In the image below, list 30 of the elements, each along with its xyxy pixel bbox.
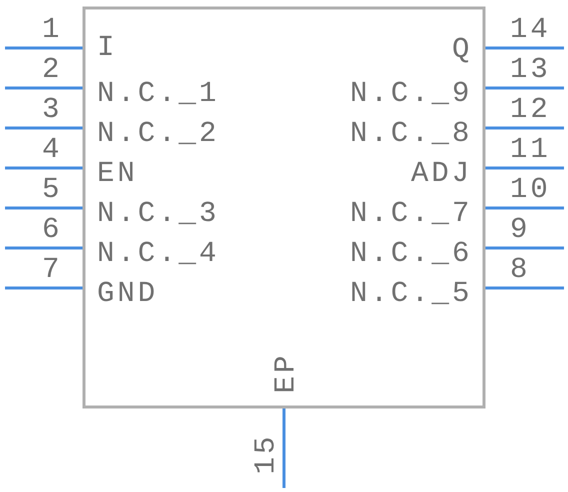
pin-number: 7 bbox=[42, 255, 62, 285]
pin-name: N.C._8 bbox=[350, 119, 472, 149]
pin-name: N.C._1 bbox=[97, 79, 220, 109]
pin-number: 1 bbox=[42, 15, 62, 45]
pin-name: N.C._5 bbox=[350, 279, 472, 309]
pin-name: I bbox=[97, 33, 118, 63]
pin-number: 9 bbox=[510, 215, 530, 245]
pin-name: EP bbox=[270, 352, 301, 394]
pin-name: N.C._4 bbox=[97, 239, 220, 269]
pin-name: Q bbox=[452, 35, 472, 65]
pin-number: 5 bbox=[42, 175, 62, 205]
pin-number: 4 bbox=[42, 135, 62, 165]
pin-number: 2 bbox=[42, 55, 62, 85]
pin-number: 6 bbox=[42, 215, 62, 245]
pin-number: 12 bbox=[510, 95, 551, 125]
pin-name: N.C._6 bbox=[350, 239, 472, 269]
pin-name: GND bbox=[97, 279, 158, 309]
pin-number: 13 bbox=[510, 55, 551, 85]
pin-number: 3 bbox=[42, 95, 62, 125]
pin-number: 11 bbox=[510, 135, 551, 165]
pin-name: ADJ bbox=[411, 159, 472, 189]
pin-number: 10 bbox=[510, 175, 551, 205]
pin-name: N.C._9 bbox=[350, 79, 472, 109]
pin-number: 8 bbox=[510, 255, 530, 285]
pin-name: N.C._7 bbox=[350, 199, 472, 229]
pin-number: 15 bbox=[250, 434, 281, 474]
pin-name: N.C._3 bbox=[97, 199, 220, 229]
pin-number: 14 bbox=[510, 15, 551, 45]
pin-name: N.C._2 bbox=[97, 119, 220, 149]
pin-name: EN bbox=[97, 159, 138, 189]
